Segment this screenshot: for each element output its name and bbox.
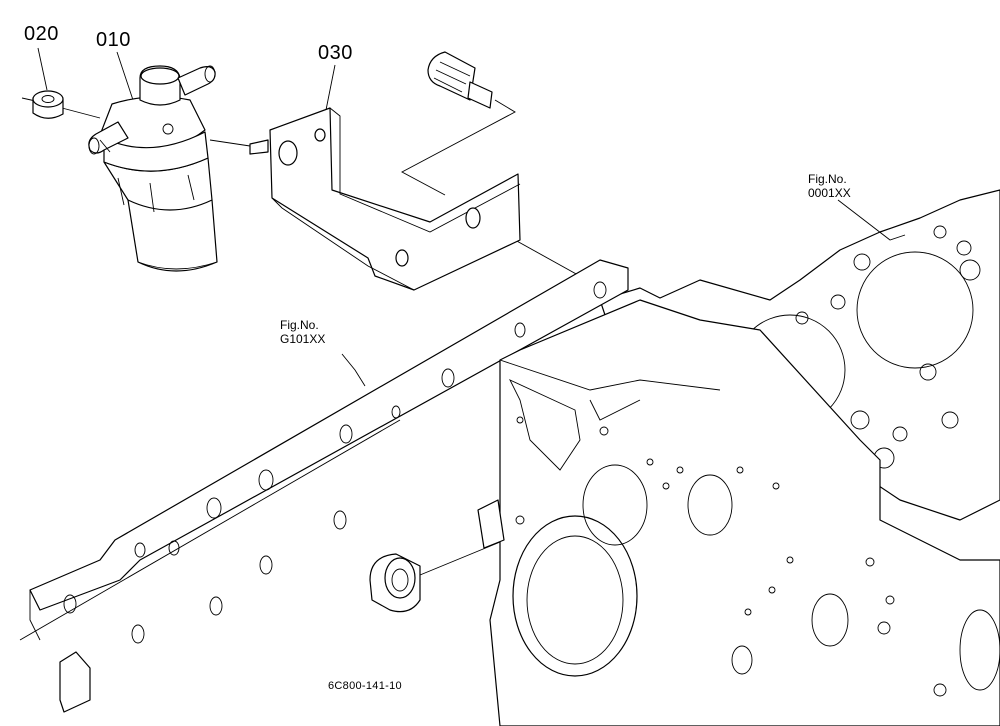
plug xyxy=(369,553,421,613)
callout-010: 010 xyxy=(96,29,131,51)
leader-010 xyxy=(116,51,134,101)
axis-line-filter-bracket xyxy=(209,139,251,147)
fig-ref-gasket-label: Fig.No. xyxy=(808,172,847,186)
fig-ref-gasket: Fig.No. 0001XX xyxy=(808,172,851,200)
fuel-filter-010 xyxy=(88,65,218,272)
drawing-id: 6C800-141-10 xyxy=(328,680,402,692)
washer-020 xyxy=(32,90,64,119)
fig-ref-block-code: G101XX xyxy=(280,332,326,346)
block-dowel xyxy=(477,499,505,549)
callout-030: 030 xyxy=(318,42,353,64)
fig-ref-block-label: Fig.No. xyxy=(280,318,319,332)
leader-020 xyxy=(37,47,48,91)
axis-line-washer-filter xyxy=(61,107,101,119)
fig-ref-gasket-code: 0001XX xyxy=(808,186,851,200)
cylinder-block xyxy=(19,259,1000,726)
callout-020: 020 xyxy=(24,23,59,45)
leader-fig-G101XX xyxy=(341,353,366,387)
fig-ref-block: Fig.No. G101XX xyxy=(280,318,325,346)
banjo-bolt xyxy=(427,51,493,109)
leader-fig-0001XX xyxy=(837,199,906,241)
axis-line-bolt xyxy=(401,99,516,196)
leader-030 xyxy=(324,64,336,116)
bracket-030 xyxy=(249,107,521,291)
